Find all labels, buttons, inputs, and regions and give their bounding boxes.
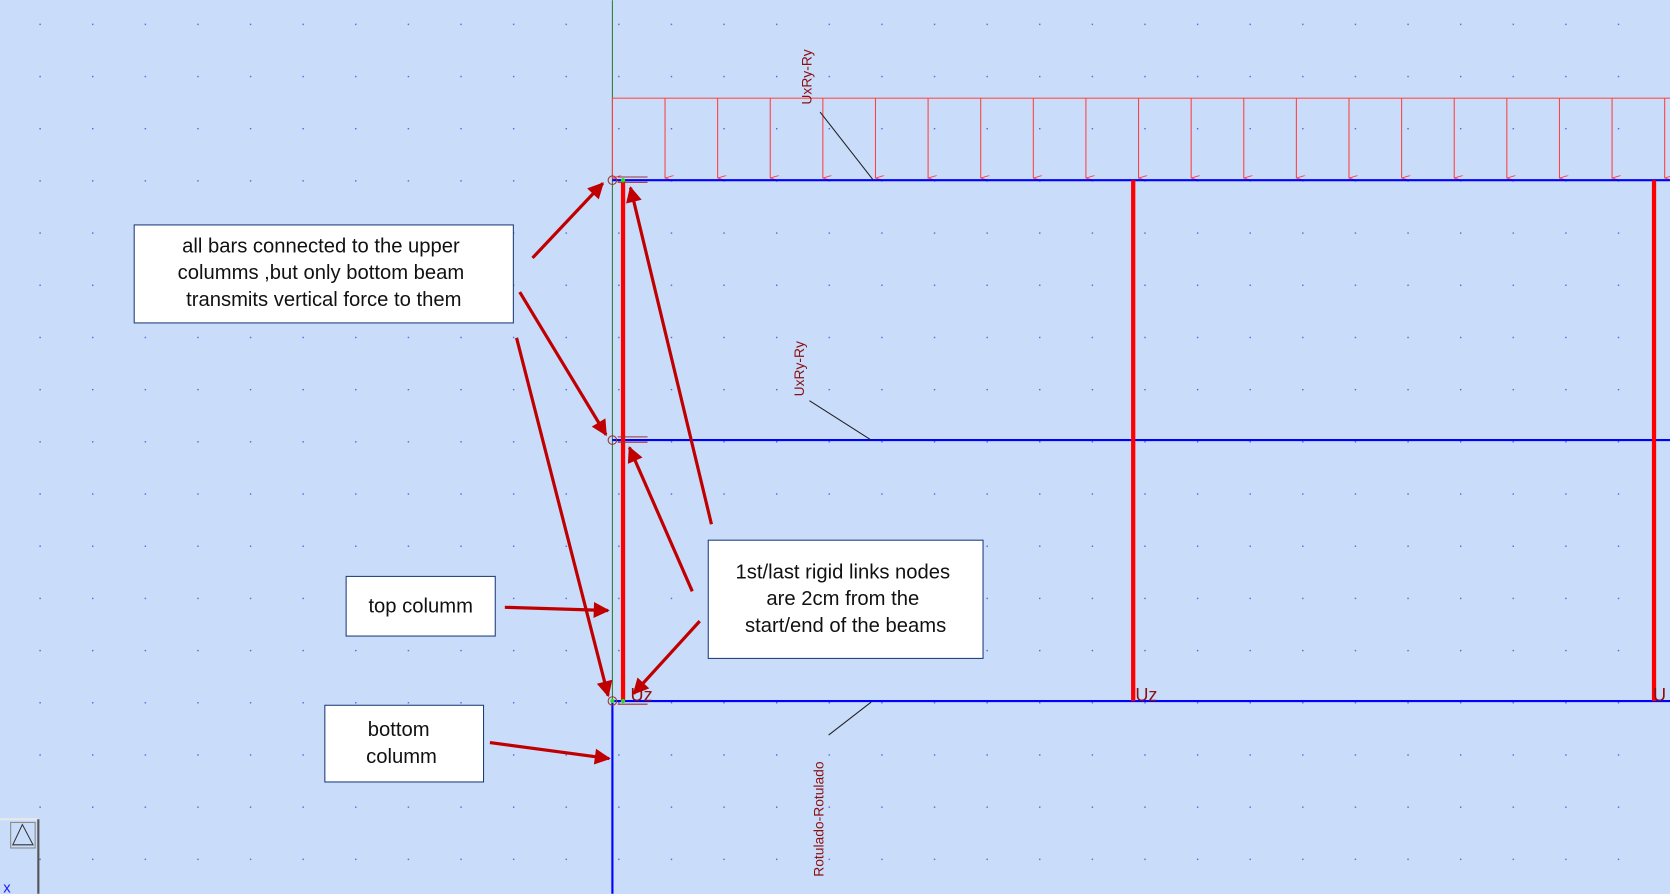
note-line: 1st/last rigid links nodes (736, 562, 951, 584)
release-labels: UxRy-Ry UxRy-Ry Rotulado-Rotulado (791, 49, 826, 877)
node-marker[interactable] (620, 698, 626, 704)
svg-text:all bars connected to the uppe: all bars connected to the upper columms … (178, 236, 470, 311)
note-top-column-box: top columm (345, 575, 496, 637)
note-text: top columm (368, 596, 473, 618)
release-label-bottom: Rotulado-Rotulado (810, 761, 826, 877)
annotation-arrow (515, 337, 613, 698)
view-widget[interactable] (0, 818, 40, 894)
axis-x-label: x (3, 881, 11, 894)
svg-text:bottom columm: bottom columm (366, 719, 437, 768)
rigid-links (607, 175, 648, 706)
annotation-arrow (531, 182, 604, 260)
node-marker[interactable] (610, 698, 615, 704)
annotation-arrow (504, 602, 610, 619)
note-line: columm (366, 746, 437, 768)
note-line: columms ,but only bottom beam (178, 262, 465, 284)
note-upper-box: all bars connected to the upper columms … (133, 224, 514, 324)
triangle-icon (11, 823, 34, 846)
annotation-arrow (489, 740, 611, 765)
release-label-middle: UxRy-Ry (791, 341, 807, 396)
node-marker[interactable] (620, 178, 626, 183)
annotation-arrow (627, 446, 694, 592)
note-line: start/end of the beams (745, 615, 946, 637)
annotation-arrows (489, 182, 714, 765)
note-line: transmits vertical force to them (186, 289, 461, 311)
annotation-arrow (518, 291, 608, 437)
annotation-arrow (626, 186, 714, 525)
support-label: Uz (631, 685, 653, 705)
note-line: all bars connected to the upper (182, 236, 460, 258)
release-label-top: UxRy-Ry (799, 49, 815, 104)
support-label: Uz (1135, 685, 1157, 705)
svg-text:1st/last rigid links nodes: 1st/last rigid links nodes are 2cm from … (736, 562, 956, 637)
note-line: bottom (368, 719, 430, 741)
distributed-load (611, 97, 1670, 178)
note-bottom-column-box: bottom columm (324, 704, 485, 783)
note-rigid-links-box: 1st/last rigid links nodes are 2cm from … (707, 539, 984, 659)
label-leaders (809, 111, 874, 736)
note-line: are 2cm from the (766, 588, 919, 610)
support-label: U (1653, 685, 1666, 705)
annotation-arrow (632, 620, 701, 695)
